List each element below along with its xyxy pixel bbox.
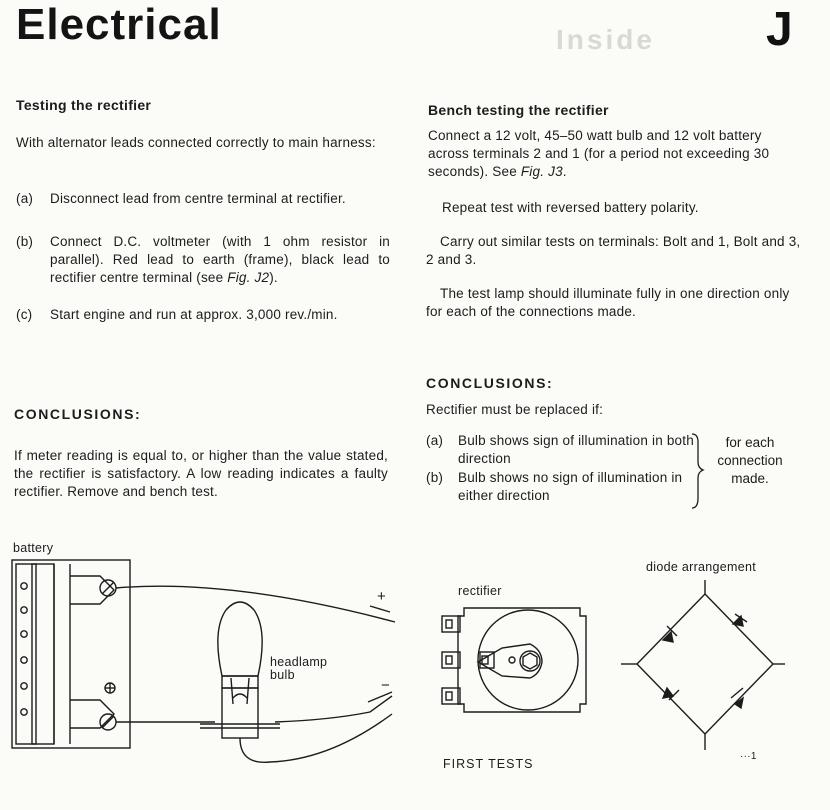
conclusion-label: (a) (426, 433, 444, 448)
bench-para-1-end: . (562, 164, 567, 179)
brace-note-line: for each (725, 435, 775, 450)
figure-number: ···1 (740, 751, 757, 762)
step-b: (b) Connect D.C. voltmeter (with 1 ohm r… (16, 233, 390, 287)
bench-para-1-text: Connect a 12 volt, 45–50 watt bulb and 1… (428, 128, 770, 179)
step-c: (c) Start engine and run at approx. 3,00… (16, 306, 390, 324)
brace-icon (691, 433, 705, 509)
plus-sign: + (377, 588, 386, 605)
step-text-pre: Connect D.C. voltmeter (with 1 ohm resis… (50, 234, 390, 285)
left-intro: With alternator leads connected correctl… (16, 135, 376, 150)
bench-para-1: Connect a 12 volt, 45–50 watt bulb and 1… (428, 127, 800, 181)
faded-logo: Inside (556, 24, 655, 55)
conclusion-label: (b) (426, 470, 444, 485)
right-conclusions-intro: Rectifier must be replaced if: (426, 402, 604, 417)
figure-reference: Fig. J3 (520, 164, 563, 179)
first-tests-caption: FIRST TESTS (443, 757, 534, 771)
brace-note-line: made. (731, 471, 769, 486)
step-label: (b) (16, 234, 34, 249)
conclusion-item-a: (a) Bulb shows sign of illumination in b… (426, 432, 696, 468)
step-label: (c) (16, 307, 33, 322)
rectifier-diagram (441, 607, 587, 713)
section-letter: J (766, 3, 793, 56)
diode-bridge-diagram (621, 580, 785, 750)
left-conclusions-heading: CONCLUSIONS: (14, 406, 142, 422)
rectifier-label: rectifier (458, 584, 502, 598)
minus-sign: − (381, 677, 390, 694)
battery-test-diagram (11, 559, 396, 763)
left-heading: Testing the rectifier (16, 97, 152, 113)
headlamp-bulb-label: headlamp bulb (270, 655, 328, 682)
step-a: (a) Disconnect lead from centre terminal… (16, 190, 390, 208)
brace-note-line: connection (717, 453, 783, 468)
conclusion-text: Bulb shows sign of illumination in both … (458, 433, 694, 466)
step-text: Disconnect lead from centre terminal at … (50, 191, 346, 206)
conclusion-text: Bulb shows no sign of illumination in ei… (458, 470, 683, 503)
page-title: Electrical (16, 0, 222, 49)
figure-reference: Fig. J2 (227, 270, 270, 285)
right-heading: Bench testing the rectifier (428, 102, 609, 118)
bench-para-4: The test lamp should illuminate fully in… (426, 286, 790, 319)
diode-arrangement-label: diode arrangement (646, 560, 757, 574)
step-label: (a) (16, 191, 34, 206)
step-text-post: ). (269, 270, 278, 285)
step-text: Connect D.C. voltmeter (with 1 ohm resis… (50, 233, 390, 287)
conclusion-item-b: (b) Bulb shows no sign of illumination i… (426, 469, 696, 505)
battery-label: battery (13, 541, 54, 555)
left-conclusions-text: If meter reading is equal to, or higher … (14, 448, 388, 499)
brace-note: for each connection made. (706, 434, 794, 488)
bench-para-3: Carry out similar tests on terminals: Bo… (426, 234, 801, 267)
right-conclusions-heading: CONCLUSIONS: (426, 375, 554, 391)
bench-para-2: Repeat test with reversed battery polari… (442, 200, 699, 215)
step-text: Start engine and run at approx. 3,000 re… (50, 307, 338, 322)
